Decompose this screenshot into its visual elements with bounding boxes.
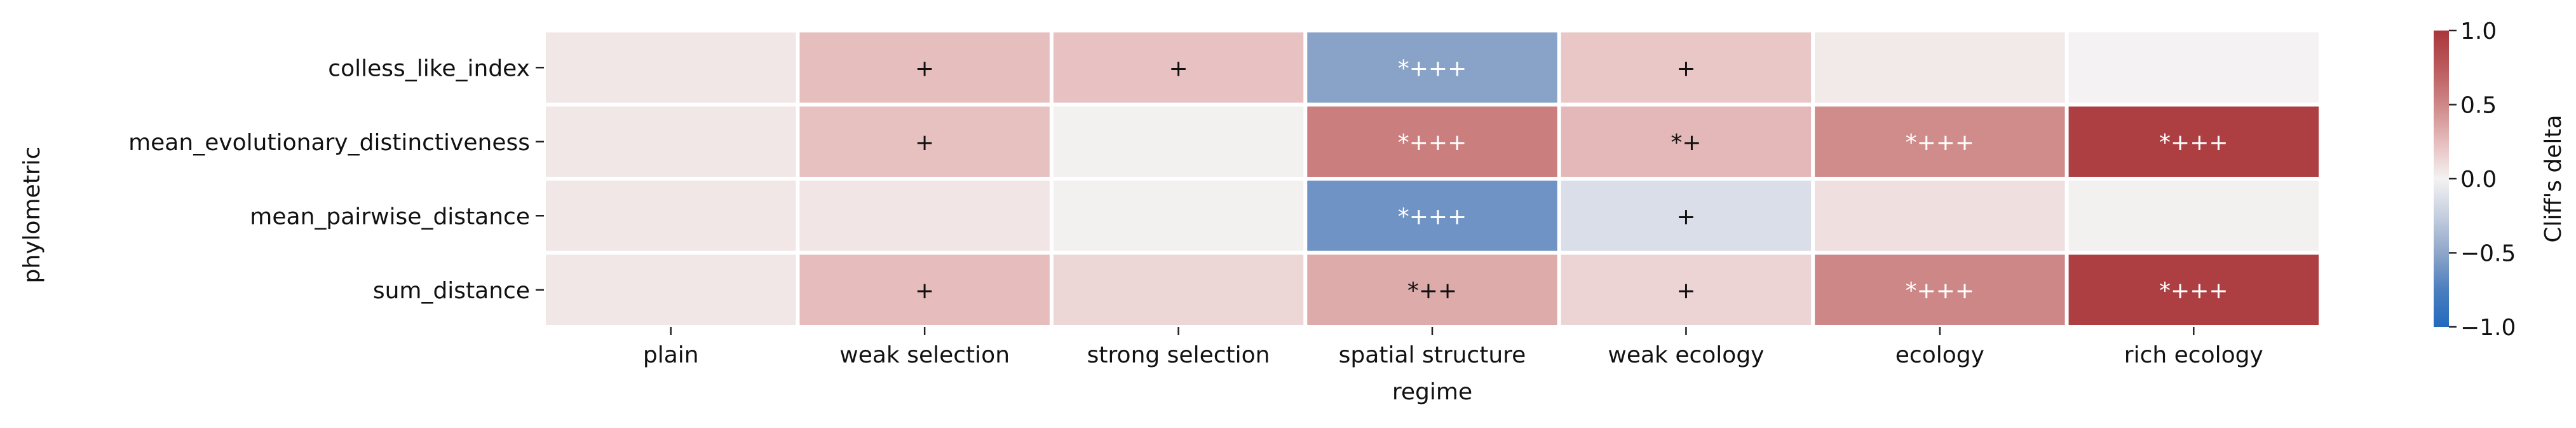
heatmap-cell-sum-distance-weak-ecology (1561, 254, 1812, 325)
heatmap-cell-mean-evolutionary-distinctiveness-weak-selection (799, 106, 1050, 177)
heatmap-cell-colless-like-index-spatial-structure (1307, 32, 1557, 103)
heatmap-cell-mean-pairwise-distance-weak-selection (799, 181, 1050, 251)
y-axis: colless_like_index mean_evolutionary_dist… (128, 55, 544, 304)
heatmap-cell-sum-distance-rich-ecology (2068, 254, 2319, 325)
heatmap-cell-mean-pairwise-distance-plain (546, 181, 796, 251)
cell-annotation: *+++ (2159, 130, 2228, 156)
cell-annotations: ++*+++++*+++*+*+++*+++*+++++*+++*+++*+++ (915, 55, 2228, 304)
heatmap-cell-colless-like-index-weak-selection (799, 32, 1050, 103)
heatmap-cell-colless-like-index-strong-selection (1053, 32, 1304, 103)
cell-annotation: + (915, 130, 934, 156)
colorbar-tick-label: −1.0 (2460, 315, 2516, 341)
colorbar-tick-label: 1.0 (2460, 18, 2497, 45)
cell-annotation: *+++ (1398, 204, 1467, 230)
colorbar-gradient (2434, 31, 2449, 327)
x-tick-label: rich ecology (2124, 342, 2263, 368)
heatmap-cell-mean-pairwise-distance-strong-selection (1053, 181, 1304, 251)
heatmap-cells (546, 32, 2319, 325)
colorbar-tick-label: 0.0 (2460, 167, 2497, 193)
x-tick-label: strong selection (1087, 342, 1270, 368)
y-axis-label: phylometric (19, 147, 45, 284)
x-axis-label: regime (1392, 379, 1472, 405)
x-tick-label: spatial structure (1339, 342, 1526, 368)
y-tick-label: mean_evolutionary_distinctiveness (128, 130, 530, 156)
heatmap-cell-mean-evolutionary-distinctiveness-weak-ecology (1561, 106, 1812, 177)
y-tick-label: sum_distance (373, 278, 530, 304)
heatmap-cell-mean-evolutionary-distinctiveness-plain (546, 106, 796, 177)
colorbar-label: Cliff's delta (2540, 114, 2566, 242)
cell-annotation: + (1676, 278, 1695, 304)
heatmap-cell-colless-like-index-ecology (1815, 32, 2065, 103)
cell-annotation: + (915, 55, 934, 81)
y-tick-label: mean_pairwise_distance (250, 204, 530, 230)
heatmap-cell-mean-pairwise-distance-spatial-structure (1307, 181, 1557, 251)
heatmap-cell-sum-distance-plain (546, 254, 796, 325)
x-axis: plain weak selection strong selection spati… (643, 327, 2263, 368)
cell-annotation: *+++ (1398, 55, 1467, 81)
heatmap-cell-sum-distance-ecology (1815, 254, 2065, 325)
heatmap-cell-mean-evolutionary-distinctiveness-spatial-structure (1307, 106, 1557, 177)
heatmap-cell-mean-evolutionary-distinctiveness-ecology (1815, 106, 2065, 177)
x-tick-label: weak selection (839, 342, 1010, 368)
heatmap-cell-colless-like-index-plain (546, 32, 796, 103)
heatmap-cell-mean-evolutionary-distinctiveness-strong-selection (1053, 106, 1304, 177)
cell-annotation: + (915, 278, 934, 304)
cell-annotation: *+++ (1906, 130, 1975, 156)
heatmap-cell-mean-pairwise-distance-weak-ecology (1561, 181, 1812, 251)
cell-annotation: + (1676, 204, 1695, 230)
heatmap-cell-sum-distance-weak-selection (799, 254, 1050, 325)
cell-annotation: *+++ (1906, 278, 1975, 304)
cell-annotation: + (1676, 55, 1695, 81)
cell-annotation: *+ (1671, 130, 1701, 156)
x-tick-label: plain (643, 342, 699, 368)
heatmap-cell-mean-pairwise-distance-ecology (1815, 181, 2065, 251)
colorbar-tick-label: −0.5 (2460, 241, 2516, 267)
heatmap-cell-colless-like-index-weak-ecology (1561, 32, 1812, 103)
colorbar-tick-label: 0.5 (2460, 93, 2497, 119)
x-tick-label: ecology (1895, 342, 1984, 368)
cell-annotation: *+++ (1398, 130, 1467, 156)
cell-annotation: + (1169, 55, 1188, 81)
heatmap-cell-mean-pairwise-distance-rich-ecology (2068, 181, 2319, 251)
heatmap-cell-sum-distance-spatial-structure (1307, 254, 1557, 325)
cell-annotation: *+++ (2159, 278, 2228, 304)
heatmap-cell-colless-like-index-rich-ecology (2068, 32, 2319, 103)
cell-annotation: *++ (1407, 278, 1457, 304)
y-tick-label: colless_like_index (328, 55, 530, 81)
x-tick-label: weak ecology (1608, 342, 1764, 368)
heatmap-cell-mean-evolutionary-distinctiveness-rich-ecology (2068, 106, 2319, 177)
colorbar: −1.0 −0.5 0.0 0.5 1.0 (2434, 18, 2516, 341)
heatmap-cell-sum-distance-strong-selection (1053, 254, 1304, 325)
